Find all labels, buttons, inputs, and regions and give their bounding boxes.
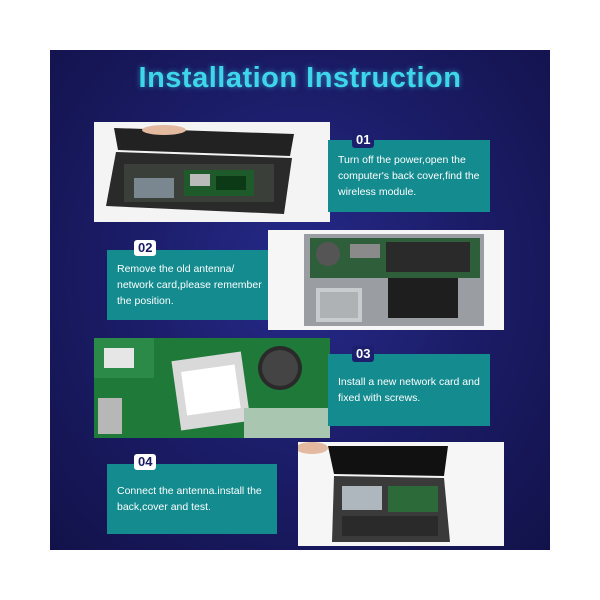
step-4-description: Connect the antenna.install the back,cov… <box>117 485 262 513</box>
instruction-panel: Installation Instruction Turn off the po… <box>50 50 550 550</box>
step-4-text: Connect the antenna.install the back,cov… <box>107 464 277 534</box>
step-2-description: Remove the old antenna/ network card,ple… <box>117 263 262 307</box>
step-4-photo <box>298 442 504 546</box>
page-title: Installation Instruction <box>138 62 462 94</box>
step-2-text: Remove the old antenna/ network card,ple… <box>107 250 277 320</box>
step-3-text: Install a new network card and fixed wit… <box>328 354 490 426</box>
step-3-number: 03 <box>352 346 375 362</box>
step-3-photo <box>94 338 330 438</box>
step-1-text: Turn off the power,open the computer's b… <box>328 140 490 212</box>
step-1-description: Turn off the power,open the computer's b… <box>338 154 480 198</box>
step-4-number: 04 <box>134 454 157 470</box>
step-2-number: 02 <box>134 240 157 256</box>
step-2-photo <box>268 230 504 330</box>
step-1-photo <box>94 122 330 222</box>
step-1-number: 01 <box>352 132 375 148</box>
step-3-description: Install a new network card and fixed wit… <box>338 376 480 404</box>
